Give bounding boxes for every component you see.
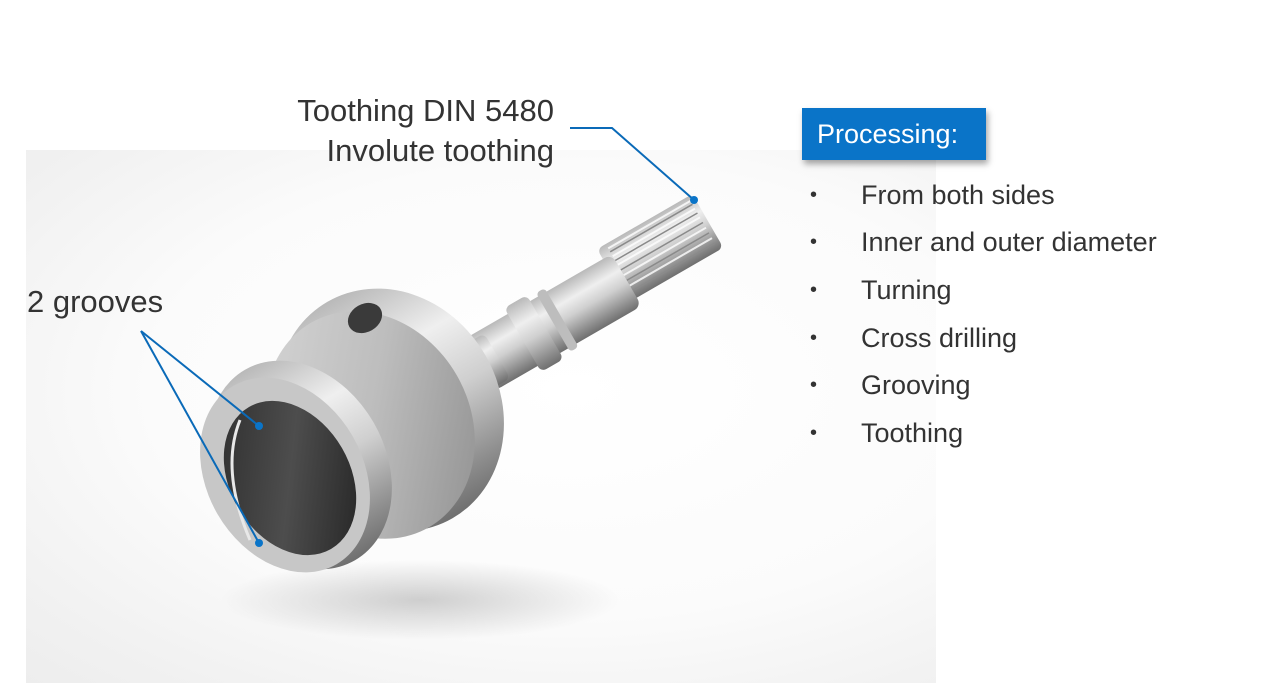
processing-heading: Processing: bbox=[802, 108, 986, 160]
bullet-icon: • bbox=[810, 421, 818, 444]
processing-item-label: Grooving bbox=[861, 370, 971, 401]
bullet-icon: • bbox=[810, 278, 818, 301]
toothed-end bbox=[599, 196, 722, 301]
callout-groove-dot-1 bbox=[255, 422, 263, 430]
processing-item: • Grooving bbox=[806, 361, 1157, 409]
callout-toothing-line bbox=[570, 127, 695, 201]
bullet-icon: • bbox=[810, 326, 818, 349]
toothing-callout-label: Toothing DIN 5480 Involute toothing bbox=[297, 91, 554, 171]
callout-groove-dot-2 bbox=[255, 539, 263, 547]
toothing-label-line1: Toothing DIN 5480 bbox=[297, 93, 554, 128]
processing-item-label: Cross drilling bbox=[861, 322, 1018, 353]
toothing-label-line2: Involute toothing bbox=[326, 133, 554, 168]
grooves-callout-label: 2 grooves bbox=[27, 284, 164, 319]
processing-item-label: From both sides bbox=[861, 179, 1055, 210]
bullet-icon: • bbox=[810, 183, 818, 206]
bullet-icon: • bbox=[810, 374, 818, 397]
processing-item: • Toothing bbox=[806, 409, 1157, 457]
callout-toothing-dot bbox=[690, 196, 698, 204]
processing-item: • Inner and outer diameter bbox=[806, 219, 1157, 267]
processing-item: • From both sides bbox=[806, 171, 1157, 219]
processing-item: • Turning bbox=[806, 266, 1157, 314]
processing-item-label: Turning bbox=[861, 274, 952, 305]
processing-item: • Cross drilling bbox=[806, 314, 1157, 362]
processing-item-label: Toothing bbox=[861, 417, 964, 448]
processing-list: • From both sides • Inner and outer diam… bbox=[806, 171, 1157, 457]
callout-grooves-lines bbox=[140, 330, 260, 544]
processing-item-label: Inner and outer diameter bbox=[861, 227, 1157, 258]
bullet-icon: • bbox=[810, 231, 818, 254]
